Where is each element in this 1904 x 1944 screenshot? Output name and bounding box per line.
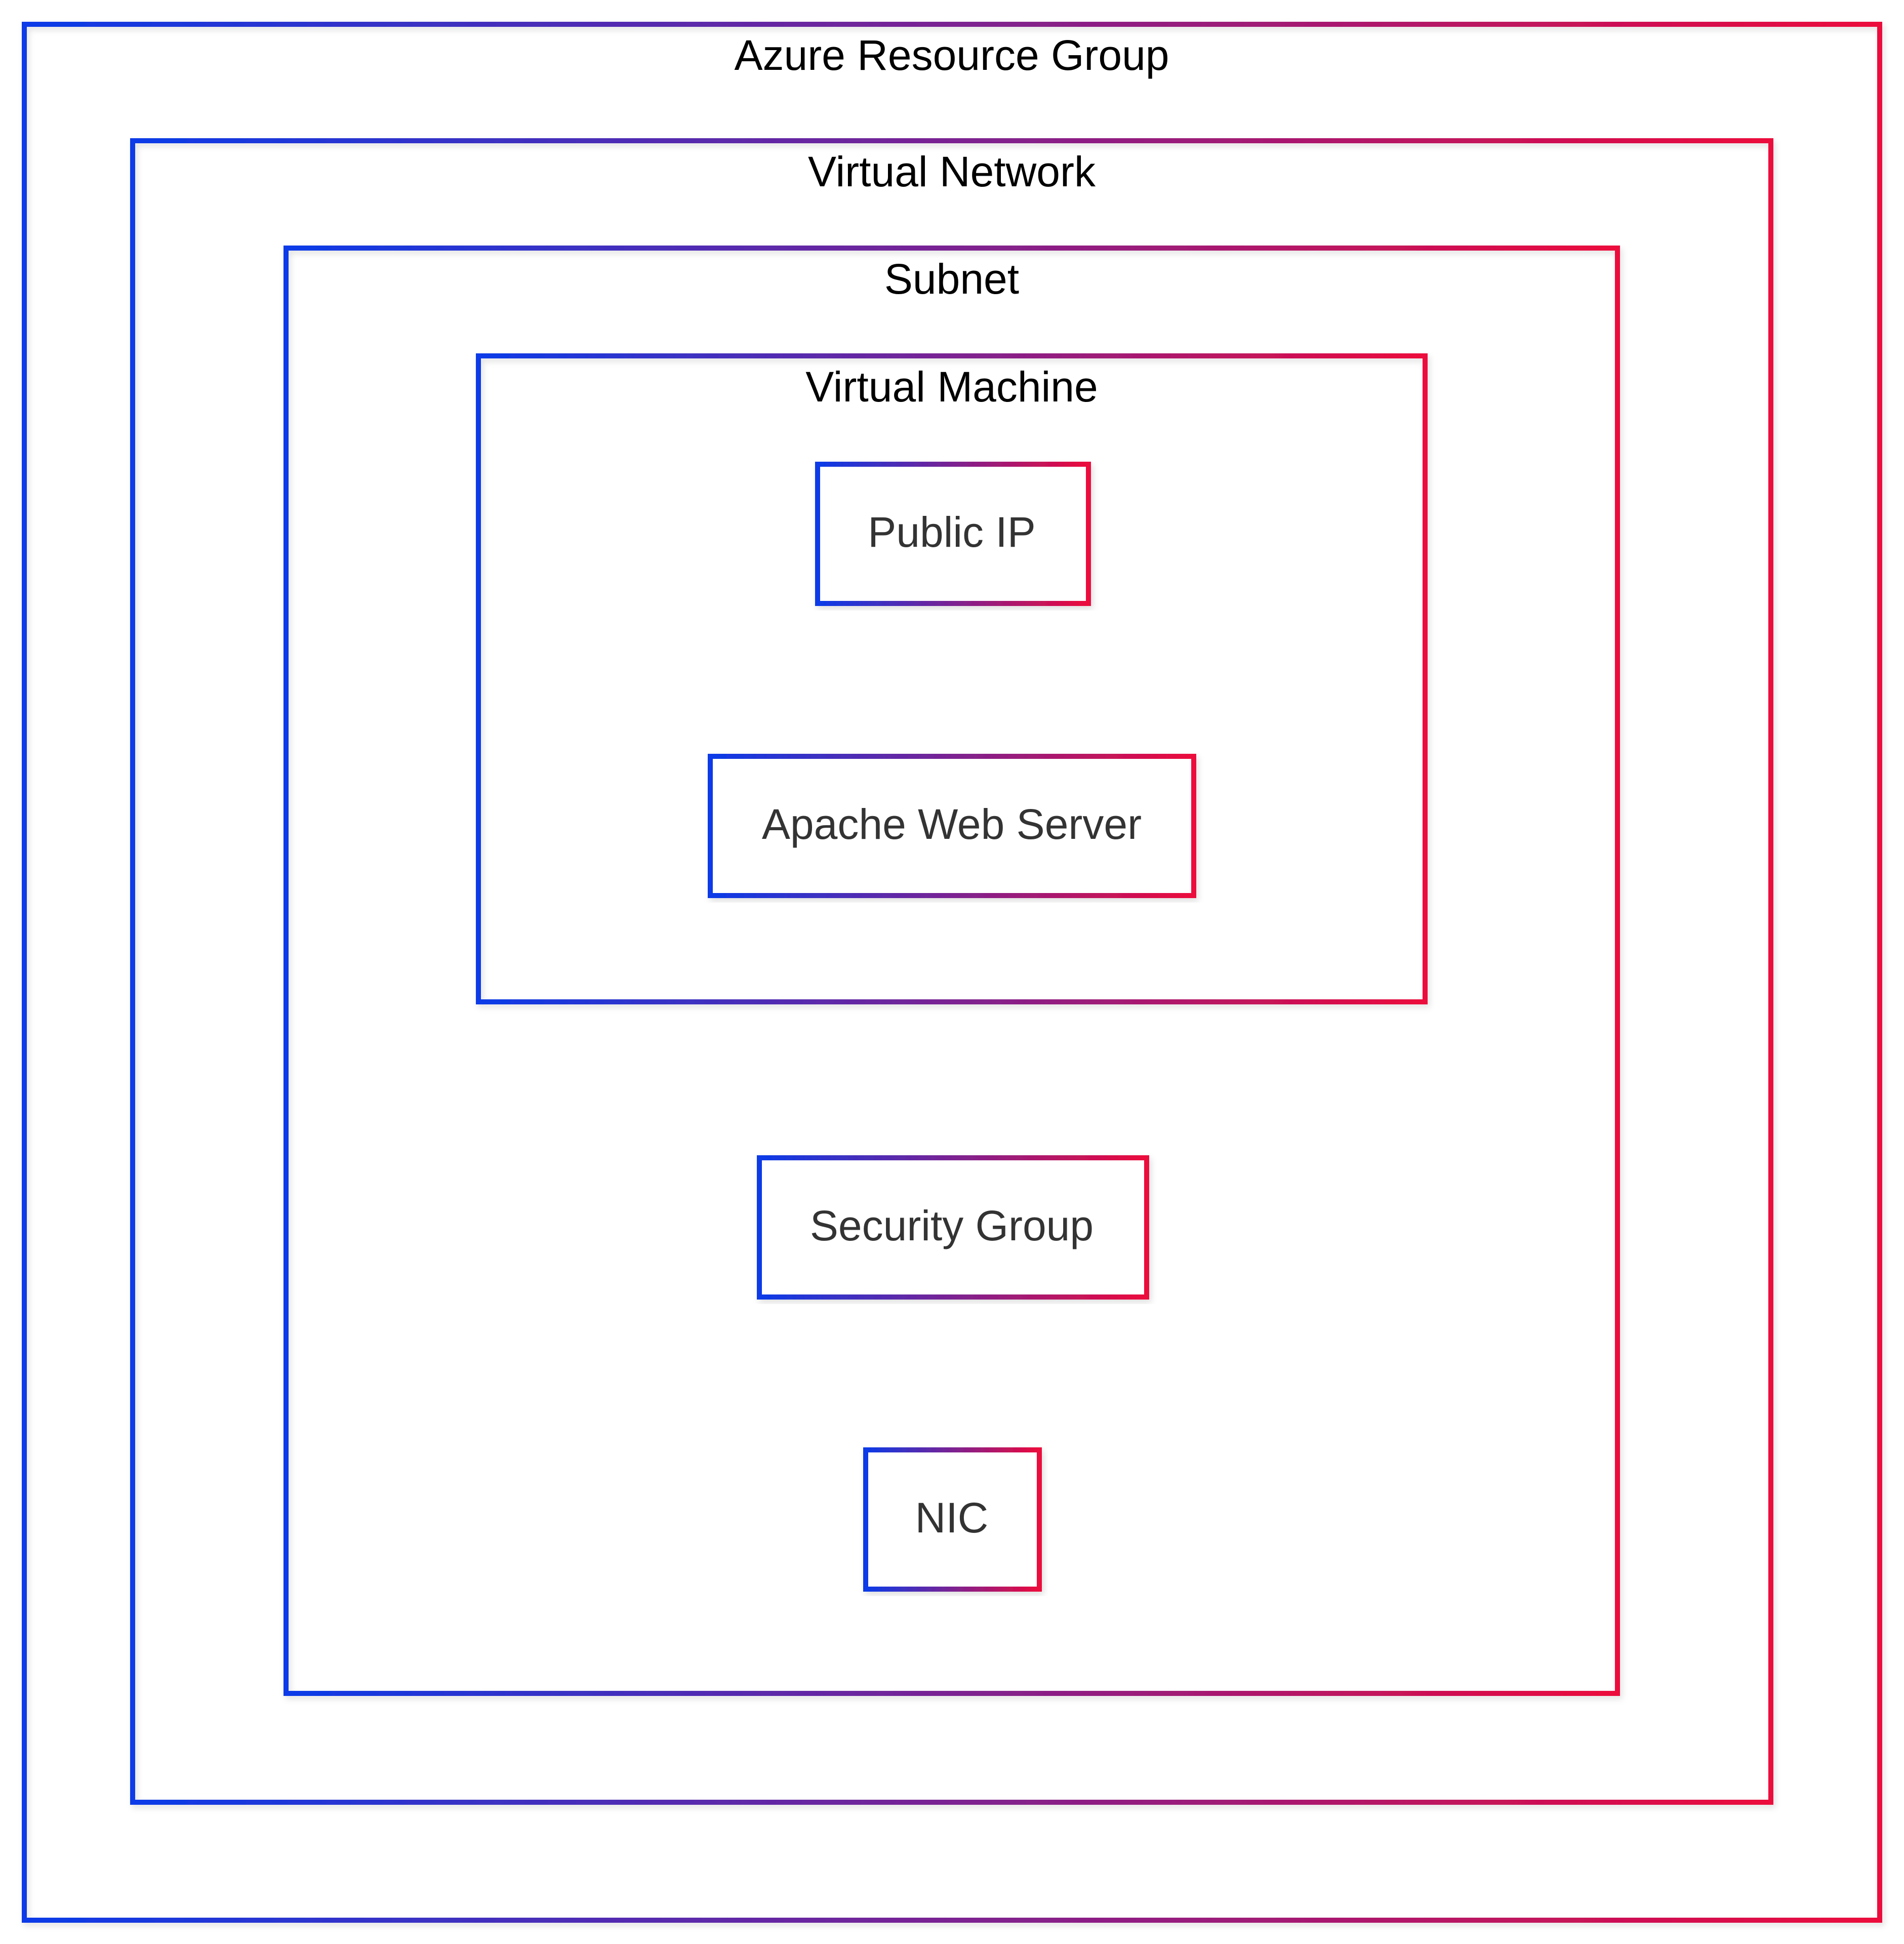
node-security-group[interactable]: Security Group — [757, 1155, 1149, 1300]
cluster-virtual-machine: Virtual Machine — [476, 353, 1428, 1004]
node-nic-box — [863, 1447, 1042, 1592]
node-nic-label: NIC — [915, 1494, 989, 1542]
node-security-group-label: Security Group — [810, 1202, 1093, 1249]
node-apache-web-server-box — [708, 754, 1196, 898]
node-nic[interactable]: NIC — [863, 1447, 1042, 1592]
cluster-azure-resource-group-title: Azure Resource Group — [734, 31, 1169, 79]
cluster-virtual-machine-border — [476, 353, 1428, 1004]
node-security-group-box — [757, 1155, 1149, 1300]
node-public-ip-label: Public IP — [868, 508, 1036, 556]
cluster-subnet-border — [283, 246, 1620, 1696]
node-public-ip-box — [815, 462, 1091, 606]
cluster-azure-resource-group-border — [22, 22, 1882, 1923]
cluster-virtual-network: Virtual Network — [130, 138, 1773, 1805]
cluster-subnet: Subnet — [283, 246, 1620, 1696]
cluster-azure-resource-group: Azure Resource Group — [22, 22, 1882, 1923]
node-apache-web-server-label: Apache Web Server — [762, 800, 1142, 848]
cluster-virtual-network-title: Virtual Network — [808, 148, 1096, 195]
node-public-ip[interactable]: Public IP — [815, 462, 1091, 606]
cluster-virtual-machine-title: Virtual Machine — [805, 363, 1098, 411]
cluster-subnet-title: Subnet — [884, 255, 1019, 303]
cluster-virtual-network-border — [130, 138, 1773, 1805]
node-apache-web-server[interactable]: Apache Web Server — [708, 754, 1196, 898]
